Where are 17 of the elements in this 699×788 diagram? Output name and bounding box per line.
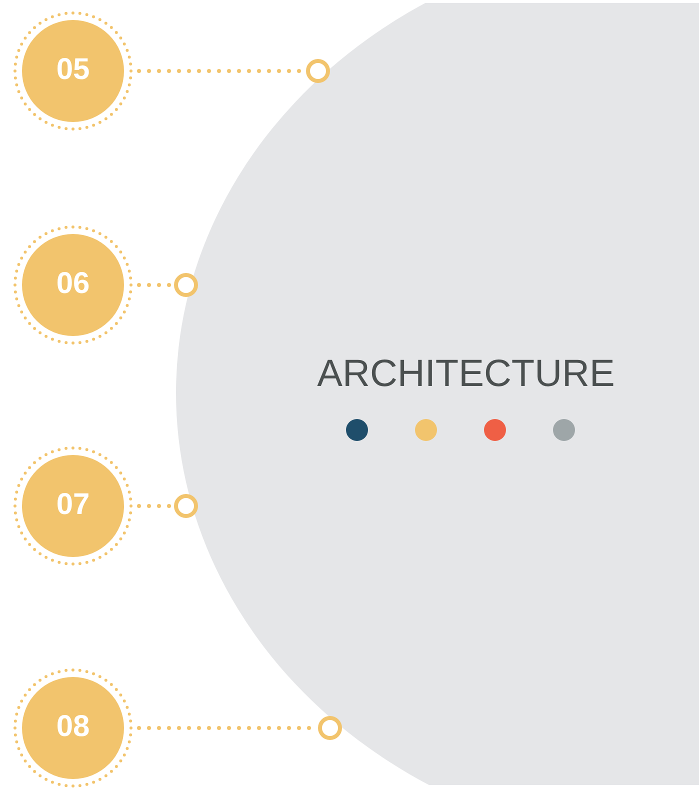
number-badge [13, 225, 133, 345]
dotted-connector [137, 69, 304, 73]
semi-ellipse-panel [176, 3, 699, 785]
number-label: 06 [55, 267, 91, 301]
dotted-connector [137, 504, 172, 508]
number-badge [13, 11, 133, 131]
dotted-connector [137, 283, 172, 287]
number-badge [13, 446, 133, 566]
connector-ring [306, 59, 330, 83]
number-label: 08 [55, 710, 91, 744]
number-label: 07 [55, 488, 91, 522]
number-badge [13, 668, 133, 788]
title-text: ARCHITECTURE [316, 353, 616, 396]
connector-ring [318, 716, 342, 740]
connector-ring [174, 273, 198, 297]
number-label: 05 [55, 53, 91, 87]
connector-ring [174, 494, 198, 518]
